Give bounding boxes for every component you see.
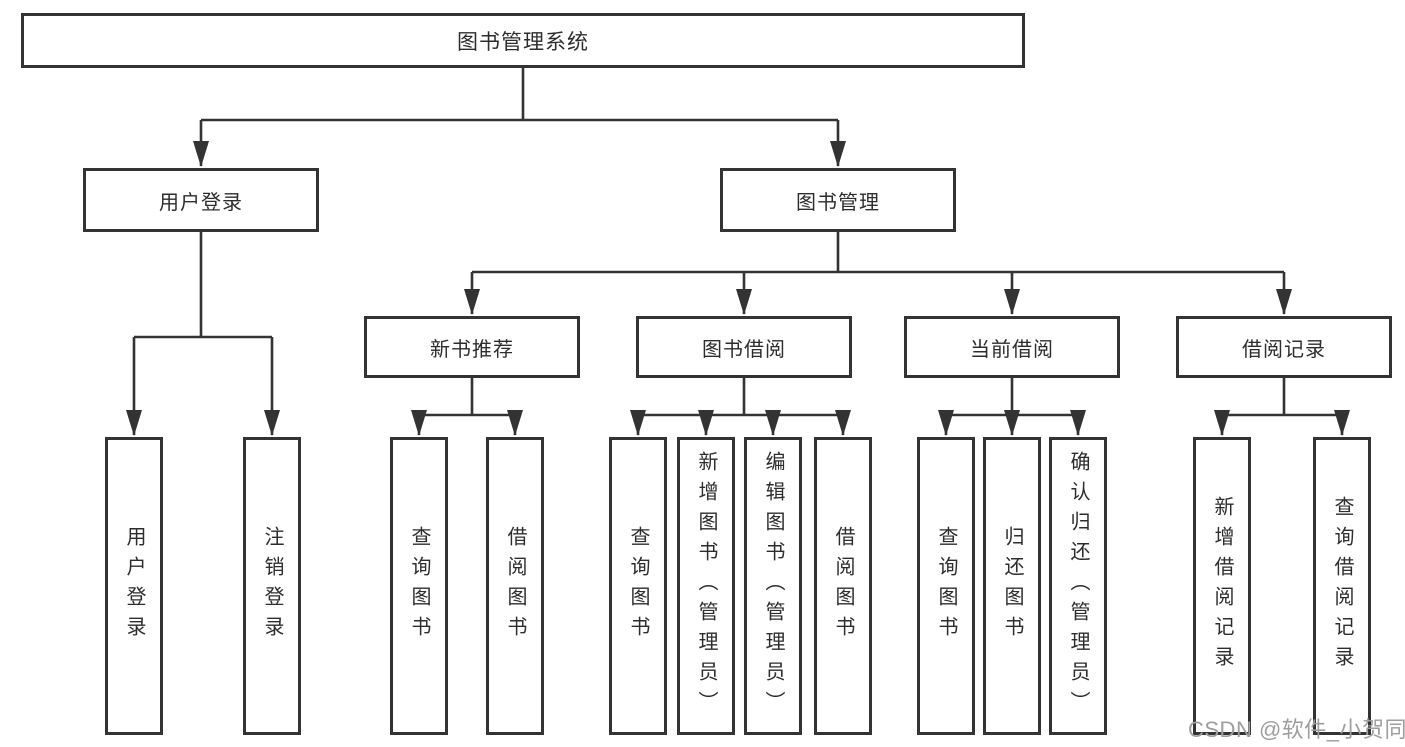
node-label: 查询图书 (627, 526, 649, 646)
node-label: 确认归还（管理员） (1067, 451, 1089, 721)
node-query-books-borrow: 查询图书 (609, 437, 667, 735)
node-add-borrow-record: 新增借阅记录 (1193, 437, 1251, 735)
node-borrow-books-leaf: 借阅图书 (814, 437, 872, 735)
node-current-borrow: 当前借阅 (904, 316, 1120, 378)
node-label: 编辑图书（管理员） (762, 451, 784, 721)
node-label: 用户登录 (159, 191, 243, 214)
node-label: 用户登录 (123, 526, 145, 646)
node-label: 新增借阅记录 (1211, 496, 1233, 676)
node-borrow-records: 借阅记录 (1176, 316, 1392, 378)
node-label: 查询图书 (935, 526, 957, 646)
node-label: 当前借阅 (970, 338, 1054, 361)
node-label: 新书推荐 (430, 338, 514, 361)
node-label: 图书管理 (796, 191, 880, 214)
csdn-watermark: CSDN @软件_小贺同学 (1188, 717, 1405, 742)
node-add-books-admin: 新增图书（管理员） (677, 437, 735, 735)
node-label: 查询借阅记录 (1331, 496, 1353, 676)
node-book-management: 图书管理 (720, 168, 956, 232)
node-edit-books-admin: 编辑图书（管理员） (744, 437, 802, 735)
node-book-borrow: 图书借阅 (636, 316, 852, 378)
node-new-book-recommend: 新书推荐 (364, 316, 580, 378)
node-query-books-recommend: 查询图书 (390, 437, 448, 735)
node-user-login: 用户登录 (83, 168, 319, 232)
node-logout-login: 注销登录 (243, 437, 301, 735)
node-user-login-leaf: 用户登录 (105, 437, 163, 735)
node-label: 图书管理系统 (457, 30, 589, 54)
node-borrow-books-recommend: 借阅图书 (486, 437, 544, 735)
node-label: 借阅图书 (504, 526, 526, 646)
node-query-books-current: 查询图书 (917, 437, 975, 735)
node-label: 查询图书 (408, 526, 430, 646)
node-return-books: 归还图书 (983, 437, 1041, 735)
node-query-borrow-record: 查询借阅记录 (1313, 437, 1371, 735)
node-label: 借阅图书 (832, 526, 854, 646)
node-label: 注销登录 (261, 526, 283, 646)
node-label: 借阅记录 (1242, 338, 1326, 361)
node-confirm-return-admin: 确认归还（管理员） (1049, 437, 1107, 735)
node-library-management-system: 图书管理系统 (21, 13, 1025, 68)
node-label: 图书借阅 (702, 338, 786, 361)
node-label: 归还图书 (1001, 526, 1023, 646)
node-label: 新增图书（管理员） (695, 451, 717, 721)
